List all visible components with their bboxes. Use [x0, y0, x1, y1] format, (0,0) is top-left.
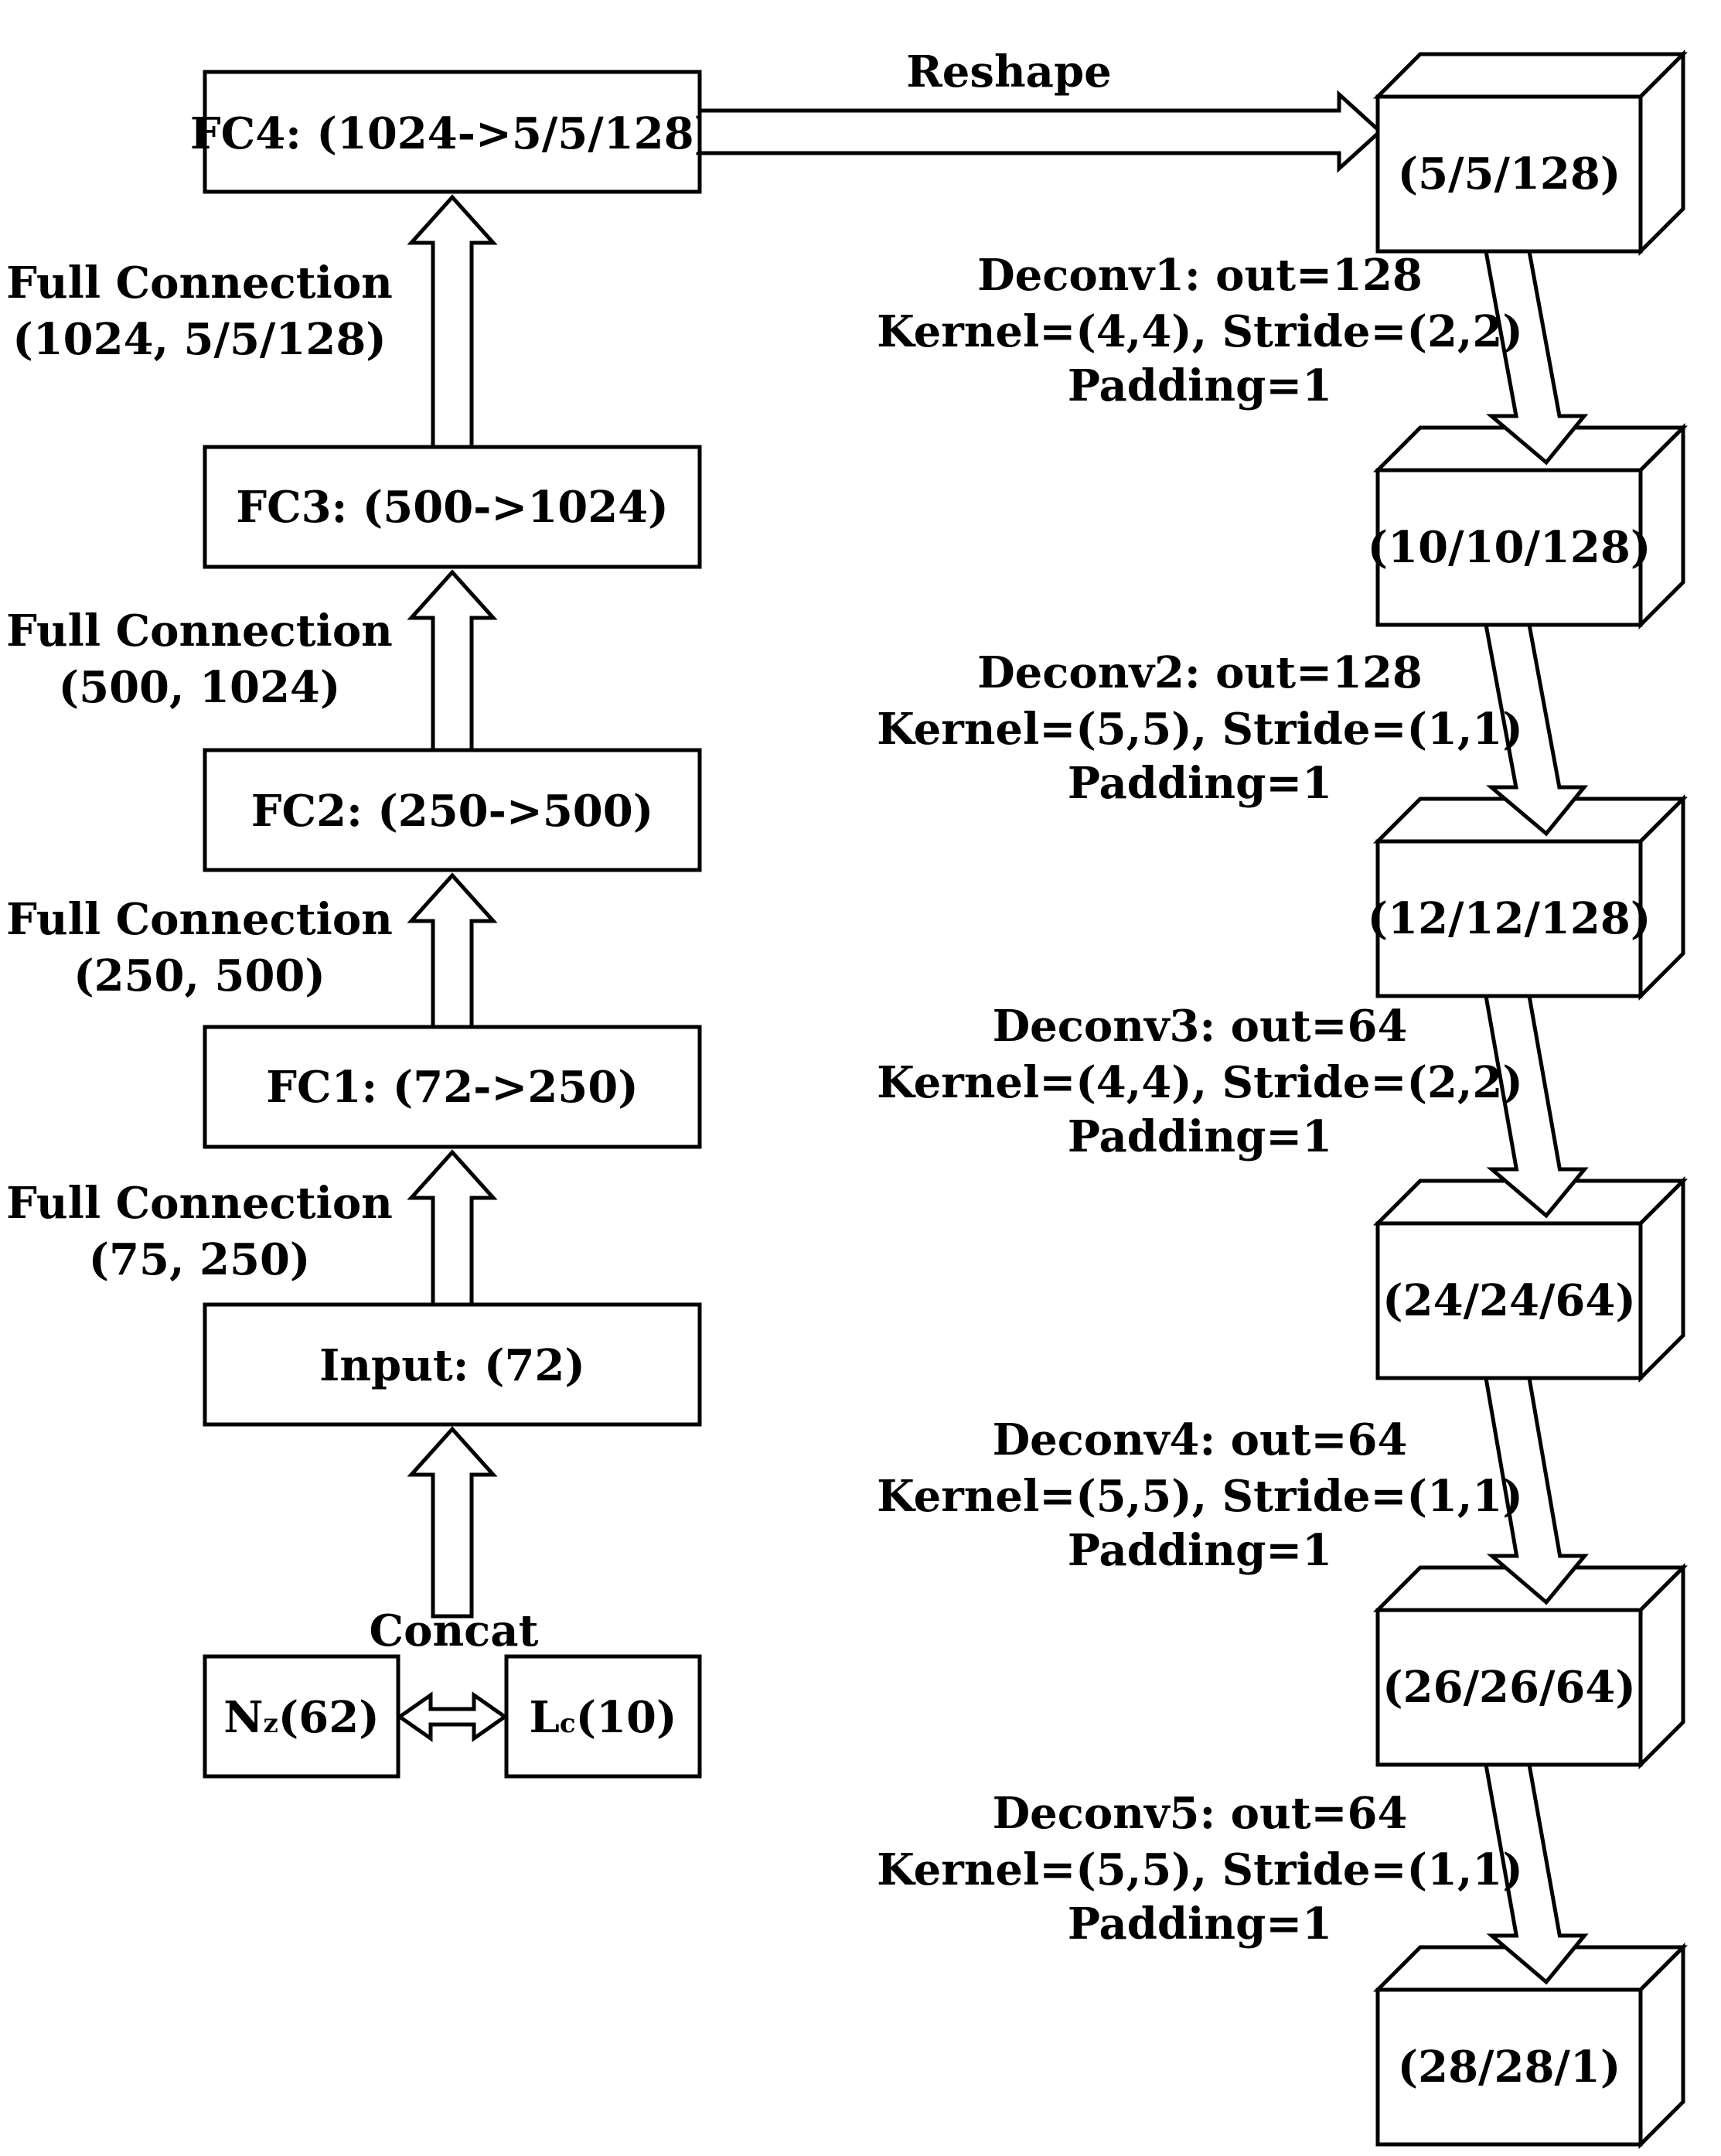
- cube-5-side: [1638, 1562, 1685, 1770]
- deconv4-label-line1: Deconv4: out=64: [993, 1414, 1408, 1465]
- cube-5-front: [1375, 1608, 1643, 1767]
- input-label: Input: (72): [319, 1340, 585, 1391]
- nz-label: Nz(62): [223, 1692, 379, 1743]
- cube-5-label: (26/26/64): [1382, 1662, 1636, 1713]
- cube-6-front: [1375, 1987, 1643, 2147]
- cube-3: (12/12/128): [1368, 793, 1689, 1001]
- full-connection-2-line1: Full Connection: [6, 894, 393, 945]
- cube-3-front: [1375, 839, 1643, 998]
- reshape-label: Reshape: [906, 46, 1111, 97]
- up-arrow-fc1-to-fc2: [407, 872, 498, 1029]
- cube-6-label: (28/28/1): [1398, 2042, 1621, 2093]
- concat-double-arrow: [396, 1691, 509, 1742]
- deconv1-arrow: [1484, 249, 1589, 466]
- cube-3-side: [1638, 793, 1685, 1001]
- reshape-arrow: [697, 90, 1383, 173]
- up-arrow-fc2-to-fc3: [407, 569, 498, 752]
- nz-box: [203, 1654, 400, 1779]
- deconv5-arrow: [1484, 1762, 1589, 1985]
- fc-stack: FC4: (1024->5/5/128) FC3: (500->1024) FC…: [6, 70, 714, 1779]
- full-connection-4-line1: Full Connection: [6, 258, 393, 309]
- deconv4-arrow: [1484, 1376, 1589, 1605]
- cube-4-label: (24/24/64): [1382, 1275, 1636, 1326]
- cube-2-label: (10/10/128): [1368, 522, 1651, 573]
- fc3-box: [203, 445, 702, 569]
- fc2-label: FC2: (250->500): [251, 786, 653, 837]
- lc-box: [504, 1654, 702, 1779]
- cube-6: (28/28/1): [1372, 1942, 1689, 2150]
- deconv2-label-line2: Kernel=(5,5), Stride=(1,1): [877, 704, 1523, 755]
- deconv3-arrow: [1484, 994, 1589, 1219]
- cube-1-top: [1372, 52, 1689, 99]
- cube-6-side: [1638, 1942, 1685, 2150]
- up-arrow-input-to-fc1: [407, 1149, 498, 1307]
- full-connection-3-line2: (500, 1024): [59, 662, 341, 713]
- cube-2-side: [1638, 422, 1685, 630]
- full-connection-4-line2: (1024, 5/5/128): [12, 314, 387, 365]
- fc1-box: [203, 1025, 702, 1149]
- deconv4-label-line2: Kernel=(5,5), Stride=(1,1): [877, 1471, 1523, 1522]
- full-connection-1-line1: Full Connection: [6, 1178, 393, 1229]
- deconv2-label-line3: Padding=1: [1068, 758, 1332, 809]
- cube-3-label: (12/12/128): [1368, 893, 1651, 944]
- fc3-label: FC3: (500->1024): [236, 482, 668, 533]
- reshape-connector: Reshape: [697, 46, 1383, 173]
- up-arrow-concat-to-input: [407, 1426, 498, 1619]
- fc1-label: FC1: (72->250): [266, 1062, 638, 1113]
- input-box: [203, 1302, 702, 1427]
- full-connection-1-line2: (75, 250): [89, 1234, 311, 1285]
- cube-1-side: [1638, 49, 1685, 257]
- deconv1-label-line1: Deconv1: out=128: [977, 250, 1423, 301]
- fc4-label: FC4: (1024->5/5/128): [190, 108, 714, 159]
- deconv3-label-line2: Kernel=(4,4), Stride=(2,2): [877, 1057, 1523, 1108]
- cube-5: (26/26/64): [1372, 1562, 1689, 1770]
- fc4-box: [203, 70, 702, 194]
- cube-1-front: [1375, 94, 1643, 254]
- deconv2-label-line1: Deconv2: out=128: [977, 647, 1423, 698]
- deconv4-label-line3: Padding=1: [1068, 1525, 1332, 1576]
- lc-label: Lc(10): [530, 1692, 677, 1743]
- cube-4: (24/24/64): [1372, 1175, 1689, 1383]
- deconv1-label-line3: Padding=1: [1068, 360, 1332, 411]
- deconv-stack: (5/5/128) (10/10/128) (12/12/128) (24/24/64…: [877, 49, 1689, 2150]
- deconv1-label-line2: Kernel=(4,4), Stride=(2,2): [877, 306, 1523, 357]
- full-connection-3-line1: Full Connection: [6, 606, 393, 657]
- cube-4-side: [1638, 1175, 1685, 1383]
- up-arrow-fc3-to-fc4: [407, 194, 498, 449]
- full-connection-2-line2: (250, 500): [73, 950, 325, 1001]
- cube-1: (5/5/128): [1372, 49, 1689, 257]
- cube-2: (10/10/128): [1368, 422, 1689, 630]
- deconv3-label-line1: Deconv3: out=64: [993, 1001, 1408, 1052]
- deconv5-label-line1: Deconv5: out=64: [993, 1788, 1408, 1839]
- deconv3-label-line3: Padding=1: [1068, 1111, 1332, 1162]
- deconv2-arrow: [1483, 623, 1589, 837]
- deconv5-label-line3: Padding=1: [1068, 1898, 1332, 1950]
- deconv5-label-line2: Kernel=(5,5), Stride=(1,1): [877, 1844, 1523, 1895]
- cube-1-label: (5/5/128): [1398, 148, 1621, 200]
